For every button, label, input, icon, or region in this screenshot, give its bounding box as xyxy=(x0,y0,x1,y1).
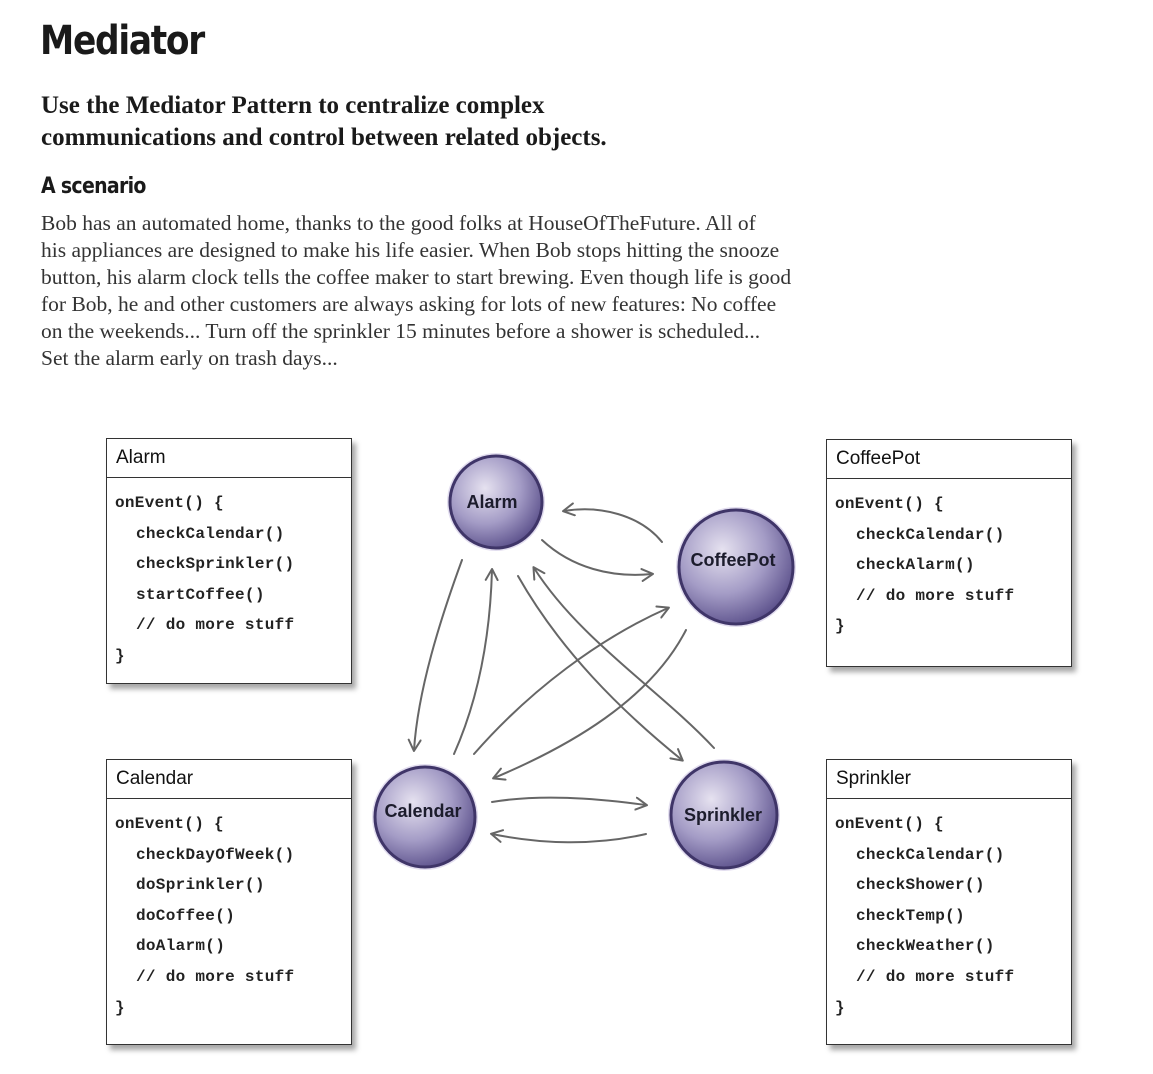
code-line: checkShower() xyxy=(856,876,985,895)
arrow-sprinkler-to-alarm xyxy=(532,566,715,749)
code-line: // do more stuff xyxy=(136,967,295,986)
sprinkler-box-title: Sprinkler xyxy=(827,760,1071,799)
calendar-code: onEvent() { checkDayOfWeek() doSprinkler… xyxy=(107,799,351,1023)
coffeepot-class-box: CoffeePot onEvent() { checkCalendar() ch… xyxy=(826,439,1072,667)
arrow-calendar-to-sprinkler xyxy=(491,796,648,811)
code-line: checkAlarm() xyxy=(856,556,975,575)
coffeepot-node: CoffeePot xyxy=(676,507,796,627)
arrow-calendar-to-coffeepot xyxy=(473,605,670,755)
sprinkler-node-label: Sprinkler xyxy=(684,805,762,825)
code-line: // do more stuff xyxy=(136,616,295,635)
code-line: startCoffee() xyxy=(136,585,265,604)
code-line: onEvent() { xyxy=(835,495,944,513)
code-line: onEvent() { xyxy=(115,494,224,512)
body-line: Bob has an automated home, thanks to the… xyxy=(41,211,756,235)
code-line: checkCalendar() xyxy=(856,845,1005,864)
body-line: his appliances are designed to make his … xyxy=(41,238,780,262)
code-line: } xyxy=(115,998,125,1017)
code-line: onEvent() { xyxy=(115,815,224,833)
scenario-paragraph: Bob has an automated home, thanks to the… xyxy=(41,210,831,372)
code-line: // do more stuff xyxy=(856,586,1015,605)
sprinkler-class-box: Sprinkler onEvent() { checkCalendar() ch… xyxy=(826,759,1072,1045)
code-line: } xyxy=(835,617,845,636)
body-line: on the weekends... Turn off the sprinkle… xyxy=(41,319,761,343)
code-line: checkCalendar() xyxy=(856,525,1005,544)
coffeepot-box-title: CoffeePot xyxy=(827,440,1071,479)
sprinkler-node: Sprinkler xyxy=(668,759,780,871)
sprinkler-code: onEvent() { checkCalendar() checkShower(… xyxy=(827,799,1071,1023)
code-line: } xyxy=(115,646,125,665)
code-line: checkCalendar() xyxy=(136,524,285,543)
arrow-alarm-to-calendar xyxy=(407,559,463,752)
calendar-node: Calendar xyxy=(372,764,478,870)
calendar-box-title: Calendar xyxy=(107,760,351,799)
calendar-class-box: Calendar onEvent() { checkDayOfWeek() do… xyxy=(106,759,352,1045)
coffeepot-node-label: CoffeePot xyxy=(691,550,776,570)
calendar-node-label: Calendar xyxy=(384,801,461,821)
code-line: doAlarm() xyxy=(136,937,226,956)
body-line: for Bob, he and other customers are alwa… xyxy=(41,292,777,316)
body-line: Set the alarm early on trash days... xyxy=(41,346,338,370)
code-line: onEvent() { xyxy=(835,815,944,833)
code-line: checkDayOfWeek() xyxy=(136,845,295,864)
alarm-box-title: Alarm xyxy=(107,439,351,478)
subtitle-line-1: Use the Mediator Pattern to centralize c… xyxy=(41,92,545,119)
coffeepot-code: onEvent() { checkCalendar() checkAlarm()… xyxy=(827,479,1071,642)
body-line: button, his alarm clock tells the coffee… xyxy=(41,265,792,289)
code-line: } xyxy=(835,998,845,1017)
code-line: checkWeather() xyxy=(856,937,995,956)
code-line: // do more stuff xyxy=(856,967,1015,986)
arrow-alarm-to-sprinkler xyxy=(517,575,684,762)
page-subtitle: Use the Mediator Pattern to centralize c… xyxy=(41,90,801,154)
alarm-node-label: Alarm xyxy=(466,492,517,512)
code-line: checkTemp() xyxy=(856,906,965,925)
arrow-alarm-to-coffeepot xyxy=(541,539,654,582)
arrow-coffeepot-to-calendar xyxy=(492,629,687,781)
page-title: Mediator xyxy=(40,18,205,64)
subtitle-line-2: communications and control between relat… xyxy=(41,124,607,151)
alarm-node: Alarm xyxy=(447,453,545,551)
code-line: checkSprinkler() xyxy=(136,555,295,574)
arrow-calendar-to-alarm xyxy=(453,568,499,755)
alarm-class-box: Alarm onEvent() { checkCalendar() checkS… xyxy=(106,438,352,684)
alarm-code: onEvent() { checkCalendar() checkSprinkl… xyxy=(107,478,351,672)
code-line: doSprinkler() xyxy=(136,876,265,895)
section-heading: A scenario xyxy=(41,174,146,199)
code-line: doCoffee() xyxy=(136,906,236,925)
arrow-coffeepot-to-alarm xyxy=(562,502,663,543)
arrow-sprinkler-to-calendar xyxy=(490,829,647,844)
